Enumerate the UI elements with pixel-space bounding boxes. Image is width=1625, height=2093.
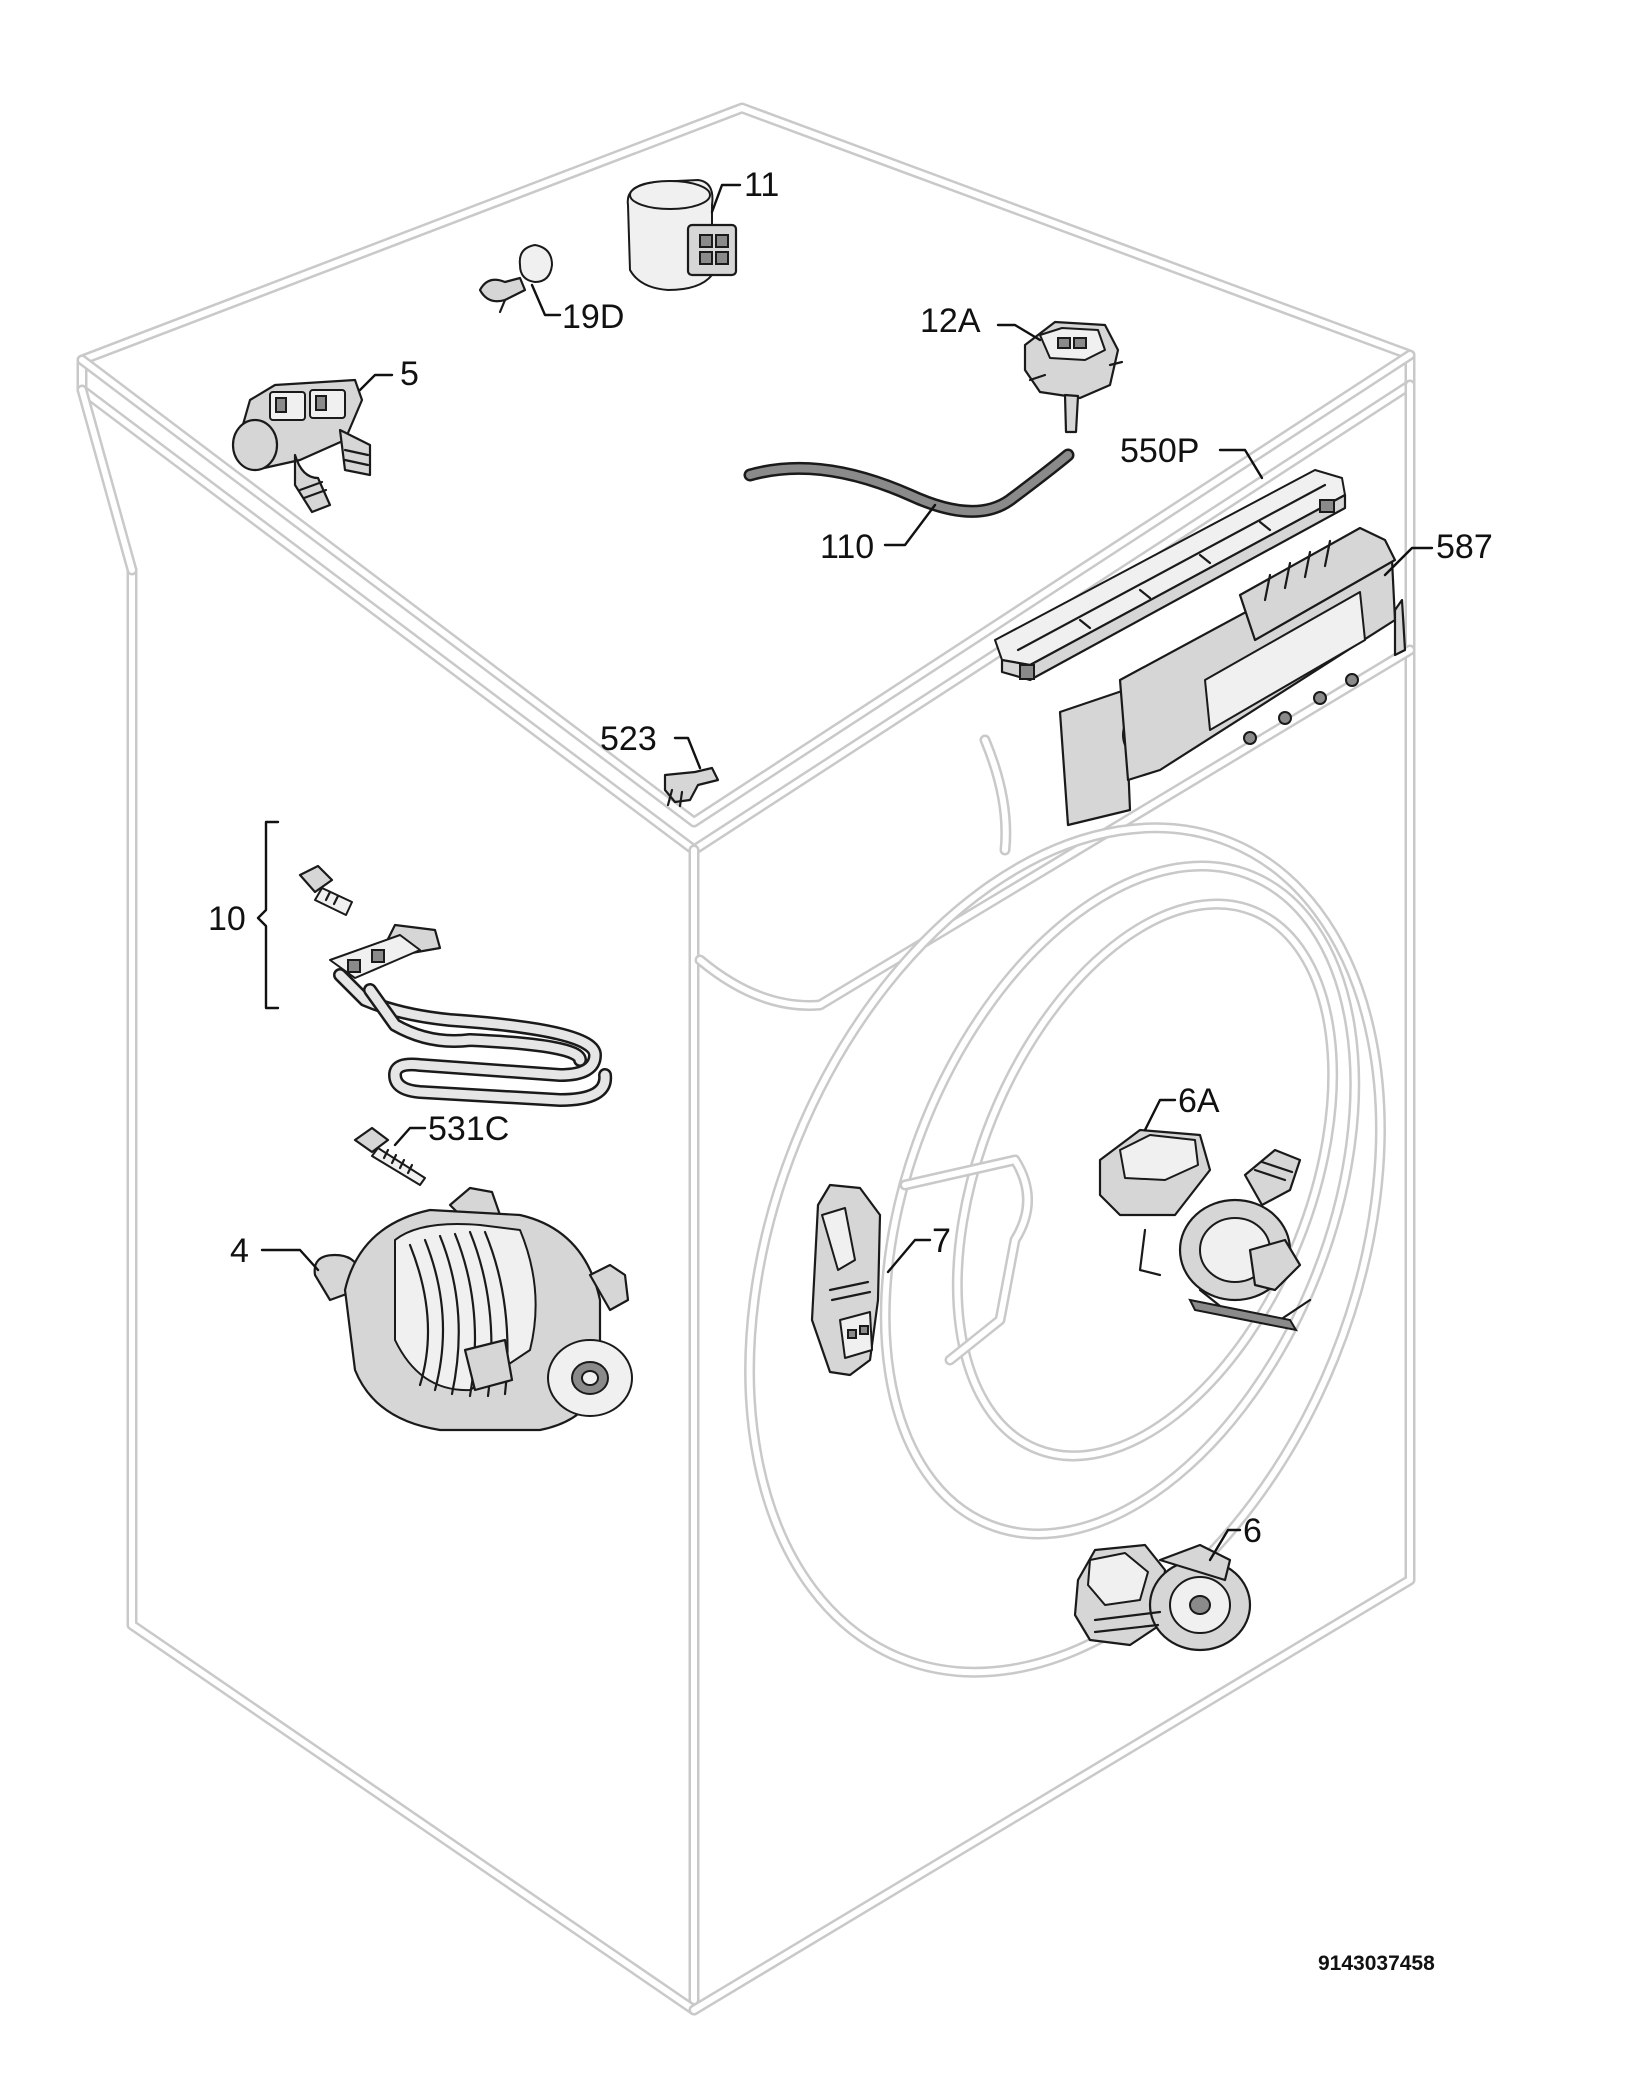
label-10: 10 [208, 900, 246, 938]
capacitor-11 [626, 179, 738, 291]
heater-bolt [298, 864, 353, 916]
label-11: 11 [744, 166, 779, 204]
electronic-module-587 [1058, 526, 1407, 827]
washer-cabinet-outline [76, 102, 1416, 2016]
door-interlock-7 [810, 1183, 882, 1377]
label-531c: 531C [428, 1110, 509, 1148]
clip-19d [478, 244, 553, 314]
label-587: 587 [1436, 528, 1493, 566]
pressure-switch-12a [1023, 320, 1124, 434]
circulation-pump-6a [1098, 1128, 1312, 1332]
clip-523 [663, 766, 720, 808]
label-110: 110 [820, 528, 874, 566]
heating-element [329, 923, 613, 1107]
label-5: 5 [400, 355, 419, 393]
pressure-hose-110 [743, 448, 1075, 518]
label-6: 6 [1243, 1512, 1262, 1550]
screw-531c [353, 1126, 426, 1186]
label-19d: 19D [562, 298, 624, 336]
drain-pump-6 [1073, 1543, 1252, 1652]
label-4: 4 [230, 1232, 249, 1270]
label-523: 523 [600, 720, 657, 758]
label-6a: 6A [1178, 1082, 1220, 1120]
label-550p: 550P [1120, 432, 1199, 470]
motor-4 [313, 1186, 633, 1432]
drawing-number: 9143037458 [1318, 1952, 1435, 1975]
control-panel-strip-550p [994, 469, 1347, 682]
heater-bracket [256, 820, 280, 1010]
label-12a: 12A [920, 302, 981, 340]
label-7: 7 [932, 1222, 951, 1260]
inlet-valve-5 [231, 378, 372, 514]
